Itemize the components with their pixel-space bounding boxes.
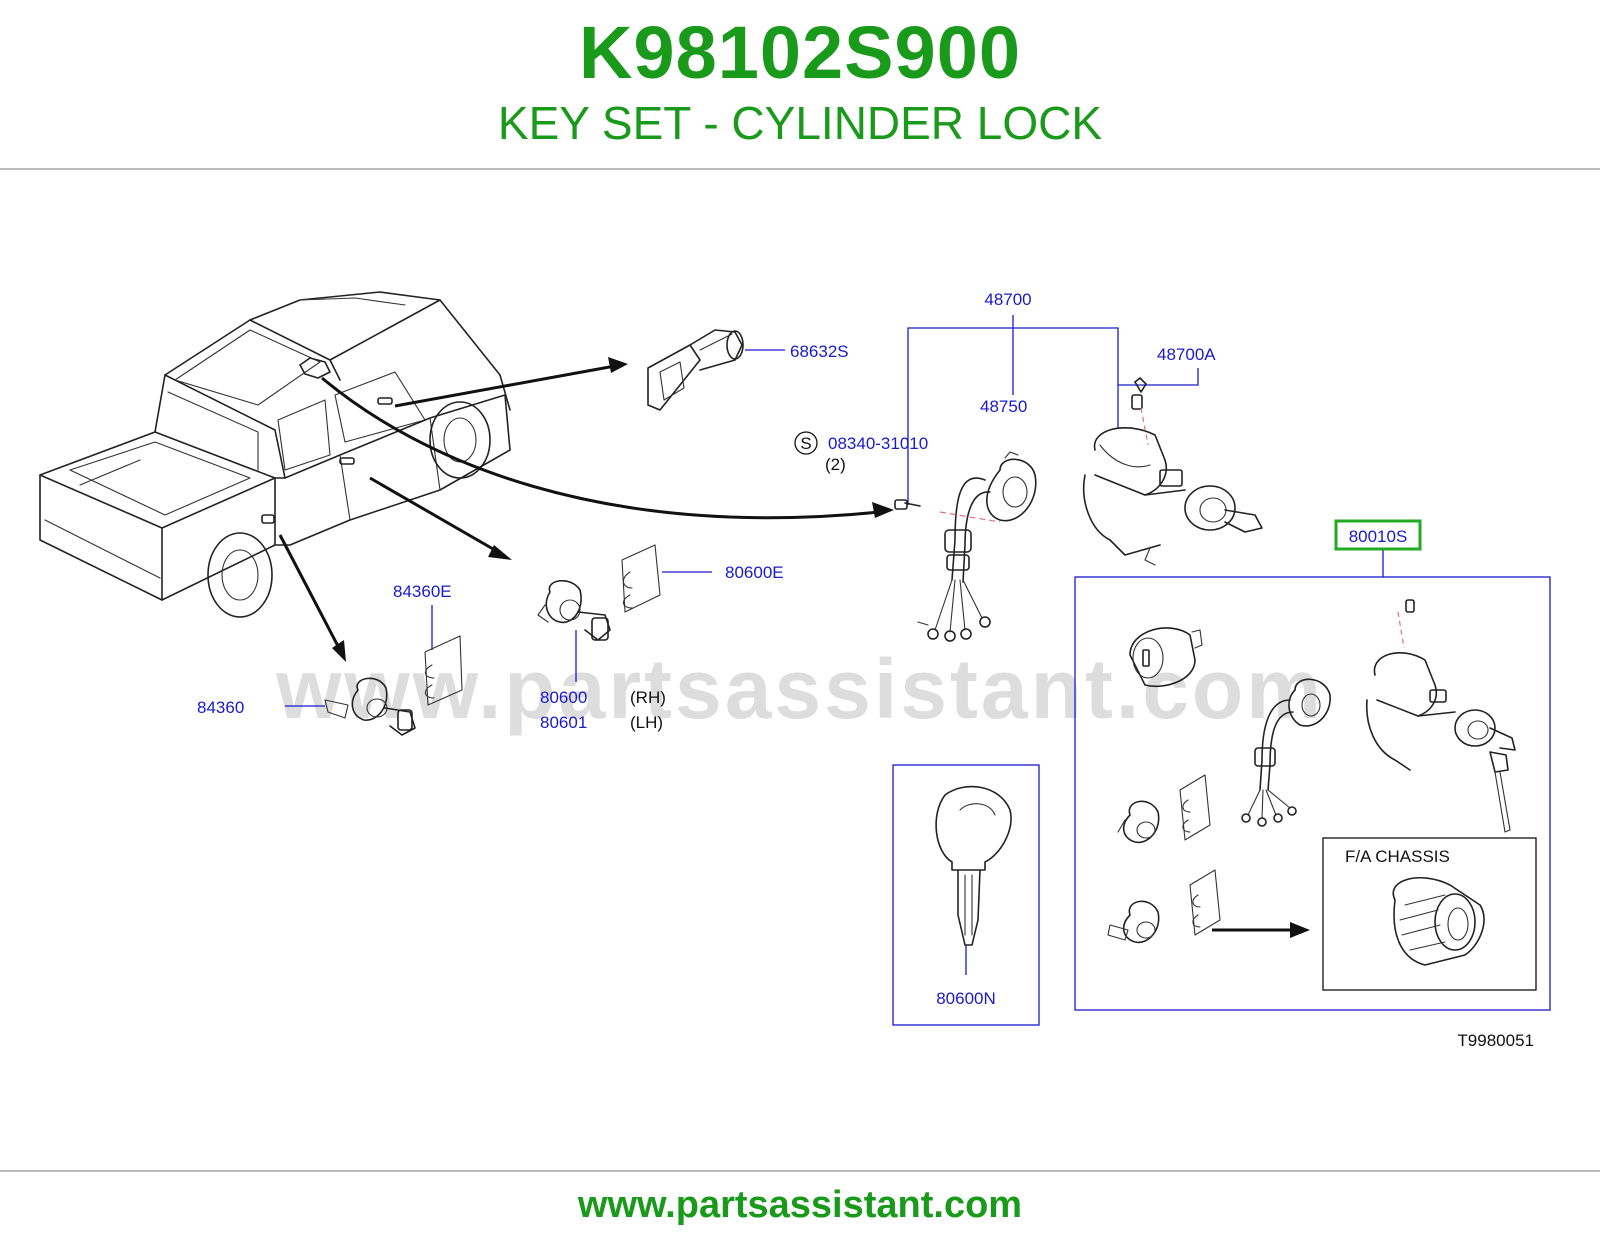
key-blank-80600N — [935, 785, 1012, 946]
label-48750[interactable]: 48750 — [980, 397, 1027, 416]
label-quantity-2: (2) — [825, 455, 846, 474]
page-header: K98102S900 KEY SET - CYLINDER LOCK — [0, 0, 1600, 170]
key-blank-frame — [892, 764, 1040, 1026]
steering-lock-48700 — [1083, 377, 1263, 566]
part-number-title: K98102S900 — [578, 11, 1022, 94]
label-84360[interactable]: 84360 — [197, 698, 244, 717]
footer-divider — [0, 1170, 1600, 1172]
tailgate-lock-84360 — [324, 635, 463, 736]
location-arrows — [278, 357, 894, 662]
footer-website-link[interactable]: www.partsassistant.com — [577, 1184, 1023, 1226]
label-fa-chassis: F/A CHASSIS — [1345, 847, 1450, 866]
drawing-code: T9980051 — [1457, 1031, 1534, 1050]
highlight-box-80010S — [1334, 519, 1422, 551]
label-80600N[interactable]: 80600N — [936, 989, 996, 1008]
label-80600E[interactable]: 80600E — [725, 563, 784, 582]
label-68632S[interactable]: 68632S — [790, 342, 849, 361]
header-divider — [0, 168, 1600, 170]
label-80601[interactable]: 80601 — [540, 713, 587, 732]
trunk-lock-68632S — [647, 329, 744, 411]
label-08340-31010[interactable]: 08340-31010 — [828, 434, 928, 453]
bracket-48700 — [907, 315, 1199, 505]
part-description-title: KEY SET - CYLINDER LOCK — [497, 97, 1103, 149]
label-s-symbol: S — [800, 434, 811, 453]
diagram-watermark: www.partsassistant.com — [275, 642, 1324, 736]
label-rh: (RH) — [630, 688, 666, 707]
label-48700A[interactable]: 48700A — [1157, 345, 1216, 364]
label-48700[interactable]: 48700 — [984, 290, 1031, 309]
kit-80010S-components — [1107, 599, 1516, 944]
label-lh: (LH) — [630, 713, 663, 732]
door-lock-80600 — [537, 544, 661, 641]
s-standard-part-icon — [794, 431, 818, 455]
label-84360E[interactable]: 84360E — [393, 582, 452, 601]
ignition-switch-48750 — [894, 451, 1037, 642]
fa-chassis-inset — [1322, 837, 1537, 991]
pickup-truck-illustration — [39, 291, 511, 618]
kit-80010S-frame — [1074, 576, 1551, 1011]
label-80600[interactable]: 80600 — [540, 688, 587, 707]
fa-chassis-lock-cylinder — [1392, 877, 1485, 966]
label-80010S[interactable]: 80010S — [1349, 527, 1408, 546]
